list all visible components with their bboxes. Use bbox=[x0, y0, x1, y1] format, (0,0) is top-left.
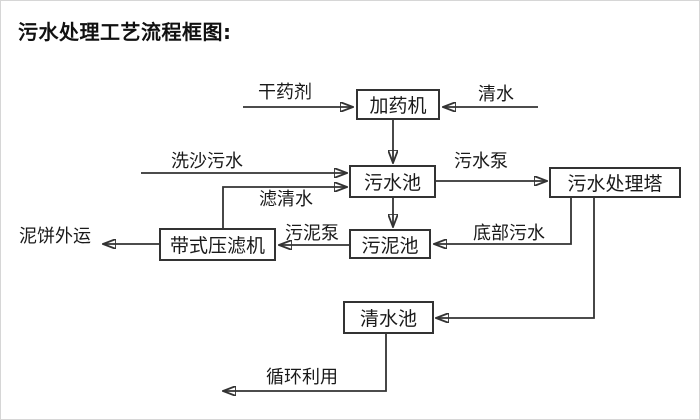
connector-clean-pool-to-recycle bbox=[224, 334, 387, 391]
edge-label-recycle-use: 循环利用 bbox=[266, 367, 338, 388]
edge-label-sand-washing-sewage: 洗沙污水 bbox=[171, 151, 243, 172]
node-clean-water-pool: 清水池 bbox=[343, 301, 434, 334]
node-belt-filter-press: 带式压滤机 bbox=[159, 228, 276, 261]
node-sludge-pool: 污泥池 bbox=[349, 229, 431, 259]
connector-filtered-water-to-pool bbox=[222, 187, 346, 228]
connector-tower-to-clean-pool bbox=[437, 198, 595, 318]
edge-label-dry-agent: 干药剂 bbox=[258, 82, 312, 103]
node-treatment-tower: 污水处理塔 bbox=[549, 167, 681, 198]
edge-label-mud-cake-out: 泥饼外运 bbox=[19, 226, 91, 247]
edge-label-sewage-pump: 污水泵 bbox=[454, 151, 508, 172]
node-dosing-machine: 加药机 bbox=[356, 89, 440, 120]
node-sewage-pool: 污水池 bbox=[349, 165, 436, 198]
edge-label-clean-water: 清水 bbox=[478, 84, 514, 105]
connector-bottom-sewage-to-sludge bbox=[435, 198, 572, 244]
edge-label-sludge-pump: 污泥泵 bbox=[285, 223, 339, 244]
edge-label-filtered-water: 滤清水 bbox=[259, 189, 313, 210]
edge-label-bottom-sewage: 底部污水 bbox=[473, 223, 545, 244]
diagram-title: 污水处理工艺流程框图: bbox=[18, 20, 232, 44]
